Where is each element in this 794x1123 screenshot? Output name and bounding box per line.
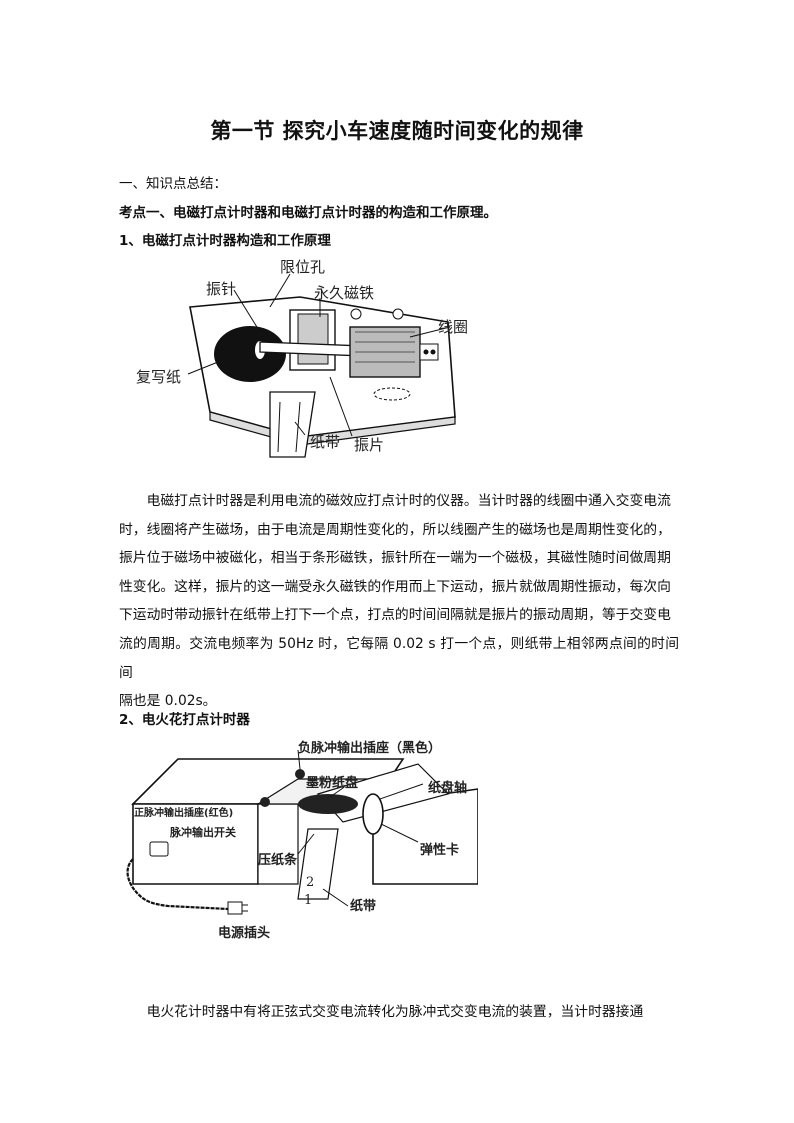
label-zhenpian: 振片 xyxy=(354,436,384,454)
paragraph-electromagnetic: 电磁打点计时器是利用电流的磁效应打点计时的仪器。当计时器的线圈中通入交变电流 时… xyxy=(119,487,679,716)
section-heading: 一、知识点总结： xyxy=(119,176,227,192)
label-num2: 2 xyxy=(306,875,314,890)
spark-timer-figure: 负脉冲输出插座（黑色） 墨粉纸盘 纸盘轴 正脉冲输出插座(红色) 脉冲输出开关 … xyxy=(126,740,478,941)
sub-heading-2: 2、电火花打点计时器 xyxy=(119,712,250,728)
para1-line-7: 隔也是 0.02s。 xyxy=(119,693,217,710)
para1-line-2: 时，线圈将产生磁场，由于电流是周期性变化的，所以线圈产生的磁场也是周期性变化的， xyxy=(119,521,671,538)
electromagnetic-timer-figure: 限位孔 振针 永久磁铁 线圈 复写纸 纸带 振片 xyxy=(136,258,468,458)
label-tanxingka: 弹性卡 xyxy=(420,842,459,858)
para1-line-6: 流的周期。交流电频率为 50Hz 时，它每隔 0.02 s 打一个点，则纸带上相… xyxy=(119,635,679,681)
para1-line-1: 电磁打点计时器是利用电流的磁效应打点计时的仪器。当计时器的线圈中通入交变电流 xyxy=(146,493,671,509)
label-mofen: 墨粉纸盘 xyxy=(306,775,358,791)
label-num1: 1 xyxy=(304,893,312,908)
label-xianweikong: 限位孔 xyxy=(280,258,325,276)
label-yongjiu: 永久磁铁 xyxy=(314,284,374,302)
label-xianquan: 线圈 xyxy=(438,318,468,336)
label-fumaichong: 负脉冲输出插座（黑色） xyxy=(298,740,441,756)
paragraph-spark-timer: 电火花计时器中有将正弦式交变电流转化为脉冲式交变电流的装置，当计时器接通 xyxy=(119,998,679,1027)
label-dianyuan: 电源插头 xyxy=(218,925,270,941)
para1-line-4: 性变化。这样，振片的这一端受永久磁铁的作用而上下运动，振片就做周期性振动，每次向 xyxy=(119,578,671,595)
kaodian-heading: 考点一、电磁打点计时器和电磁打点计时器的构造和工作原理。 xyxy=(119,205,497,221)
label-zhengmaichong: 正脉冲输出插座(红色) xyxy=(134,806,233,819)
label-zhidai-1: 纸带 xyxy=(310,433,340,451)
label-zhipanzhou: 纸盘轴 xyxy=(428,780,467,796)
label-yazhitiao: 压纸条 xyxy=(258,852,298,868)
para1-line-3: 振片位于磁场中被磁化，相当于条形磁铁，振针所在一端为一个磁极，其磁性随时间做周期 xyxy=(119,550,671,567)
label-zhidai-2: 纸带 xyxy=(350,898,376,914)
label-kaiguan: 脉冲输出开关 xyxy=(169,825,236,839)
label-zhenzhen: 振针 xyxy=(206,280,236,298)
para2-line-1: 电火花计时器中有将正弦式交变电流转化为脉冲式交变电流的装置，当计时器接通 xyxy=(146,1004,644,1020)
page-title: 第一节 探究小车速度随时间变化的规律 xyxy=(210,119,584,143)
para1-line-5: 下运动时带动振针在纸带上打下一个点，打点的时间间隔就是振片的振动周期，等于交变电 xyxy=(119,607,671,624)
label-fuxiezhi: 复写纸 xyxy=(136,368,181,386)
sub-heading-1: 1、电磁打点计时器构造和工作原理 xyxy=(119,233,331,249)
